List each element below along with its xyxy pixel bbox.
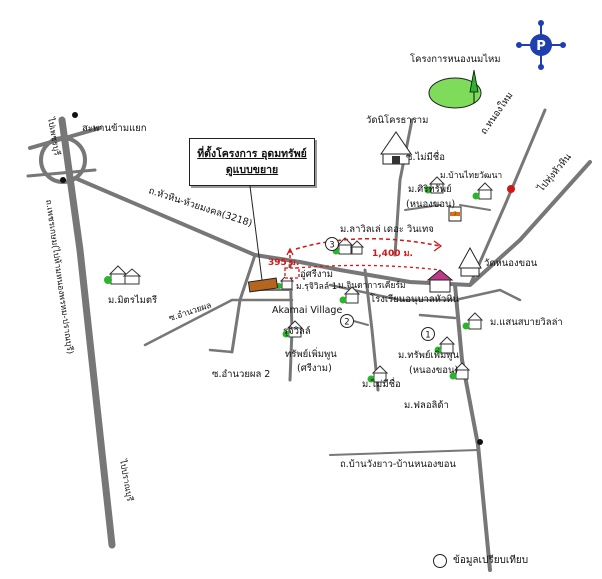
label-wat-nikhorn: วัดนิโครธาราม [366,114,428,126]
road-nongmai [468,108,547,287]
label-khosri: อู่ศรีงาม [300,268,333,280]
highway-phetkasem [58,116,116,549]
distance-arrows [286,237,443,271]
compass-logo-icon: P [516,20,566,70]
label-m-maimeechue: ม.ไม่มีชื่อ [362,377,401,390]
road-point-marker [477,439,483,445]
label-th-ban-wangyao: ถ.บ้านวังยาว-บ้านหนองขอน [340,459,456,470]
road-wangyao [453,283,492,572]
project-title-box[interactable]: ที่ตั้งโครงการ อุดมทรัพย์ ดูแบบขยาย [189,138,315,186]
label-distance-1400: 1,400 ม. [372,249,413,259]
label-soi-maimeechue: ซ.ไม่มีชื่อ [406,150,445,163]
marker-1: 1 [421,327,435,341]
label-lavil: ม.ลาวิลเล่ เดอะ วินเทจ [340,224,434,235]
road-point-marker [60,177,66,183]
project-title-line2[interactable]: ดูแบบขยาย [225,164,279,176]
label-soi-umnuaiphon-2: ซ.อำนวยผล 2 [212,369,270,380]
label-ban-thaiyawatee: ม.บ้านไทยวัฒนา [440,170,502,181]
house-icon [449,362,471,380]
temple-icon [380,131,412,165]
house-icon [367,365,389,383]
marker-3: 3 [325,237,339,251]
project-title-line1: ที่ตั้งโครงการ อุดมทรัพย์ [197,148,307,160]
legend-circle-icon [433,553,447,568]
label-m-rujiwilla: ม.รุจิวิลล์ 1 [296,281,337,292]
svg-text:3: 3 [329,241,334,251]
house-icon [282,320,304,338]
house-icon [104,265,142,285]
svg-text:7: 7 [453,211,457,218]
label-m-saensabai: ม.แสนสบายวิลล่า [490,317,563,328]
temple-icon [458,246,482,277]
label-sri-ngam: (ศรีงาม) [297,362,332,374]
svg-text:1: 1 [425,331,430,341]
label-saphan: สะพานข้ามแยก [82,123,147,134]
house-icon [332,237,365,255]
label-m-jinda: ม.จินดาการเคียร์ม [338,280,406,291]
school-icon [426,269,454,293]
shop-marker [507,185,515,193]
road-point-marker [72,112,78,118]
label-school: โรงเรียนอนุบาลหัวหิน [370,293,459,305]
label-akamai: Akamai Village [272,305,342,316]
green-area-nongnonmai [428,69,482,109]
marker-2: 2 [340,314,354,328]
house-icon [434,336,456,354]
label-rujiwilla-2: รุจิวิลล์ [283,325,311,337]
road-huahin-huaimongkhon [73,160,592,287]
house-icon [424,176,446,194]
label-nongkhon-2: (หนองขอน) [409,365,458,376]
project-marker-icon [247,267,300,293]
label-wat-nongkhon: วัดหนองขอน [484,258,538,269]
label-m-floridaa: ม.ฟลอลิด้า [404,400,449,411]
legend-text: ข้อมูลเปรียบเทียบ [453,555,529,566]
shop-711-icon: 7 [448,206,462,222]
house-icon [462,312,484,330]
house-icon [472,182,494,200]
svg-text:P: P [536,39,546,54]
label-m-mitmaitri: ม.มิตรไมตรี [108,294,157,306]
label-nongnonmai: โครงการหนองนมไหม [410,53,501,65]
svg-text:2: 2 [344,318,349,328]
label-nongkhon-1: (หนองขอน) [406,199,455,210]
label-m-sirisap: ม.ศิริทรัพย์ [408,183,452,195]
label-m-sap-phoemphun: ม.ทรัพย์เพิ่มพูน [398,348,460,361]
label-sap-phoemphun: ทรัพย์เพิ่มพูน [285,347,337,360]
label-distance-395: 395 ม. [268,258,299,268]
soi-maimeechue [393,118,414,257]
legend: ข้อมูลเปรียบเทียบ [433,553,528,568]
house-icon [339,286,361,304]
